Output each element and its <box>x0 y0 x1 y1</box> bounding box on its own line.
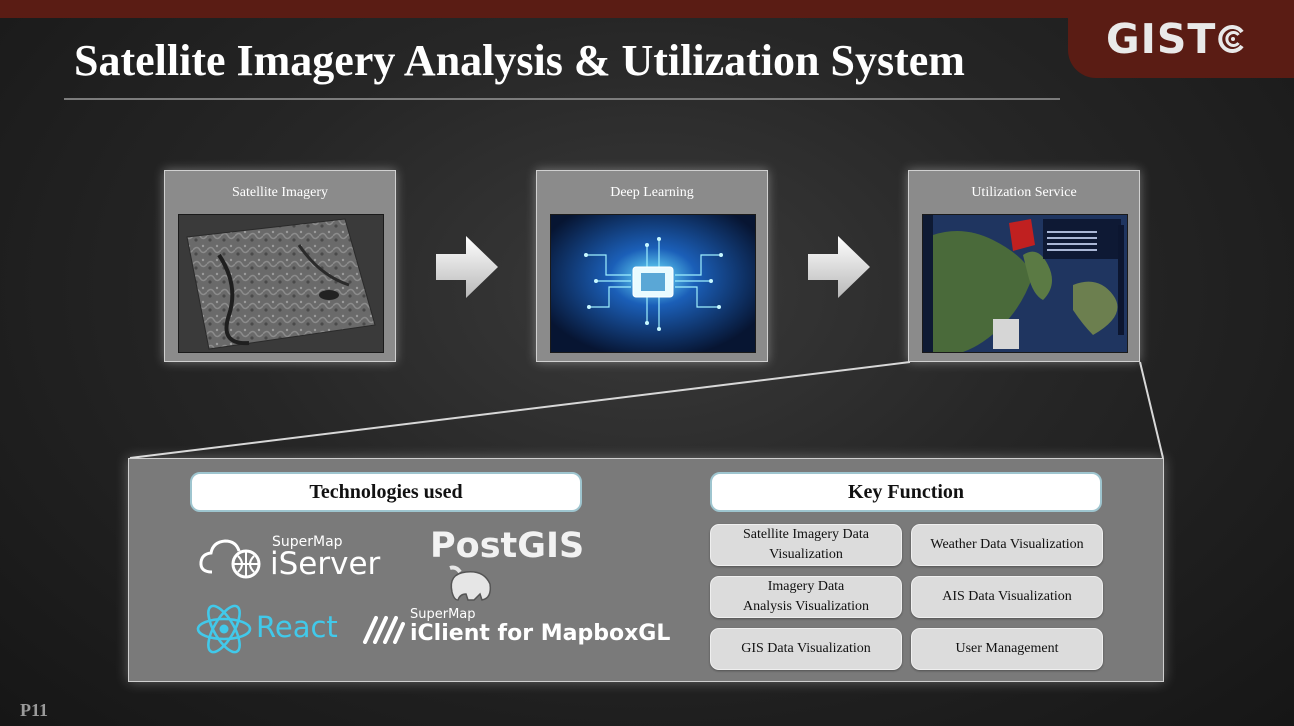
function-line: Weather Data Visualization <box>930 537 1084 552</box>
function-weather-visualization[interactable]: Weather Data Visualization <box>911 524 1103 566</box>
function-line: User Management <box>955 641 1059 656</box>
stage-deep-learning: Deep Learning <box>536 170 768 362</box>
map-service-thumbnail <box>922 214 1128 353</box>
react-atom-icon <box>196 604 252 654</box>
supermap-brand: SuperMap <box>272 534 343 550</box>
elephant-icon <box>449 565 492 601</box>
ai-chip-thumbnail <box>550 214 756 353</box>
function-line: Analysis Visualization <box>742 599 870 614</box>
supermap-brand: SuperMap <box>410 607 476 622</box>
header-bar <box>0 0 1294 18</box>
title-divider <box>64 98 1060 100</box>
function-line: Satellite Imagery Data <box>743 527 869 542</box>
stage-utilization-service: Utilization Service <box>908 170 1140 362</box>
logo-text: GIST <box>1106 15 1217 63</box>
gistc-logo: GIST <box>1106 16 1248 62</box>
postgis-logo-text: PostGIS <box>430 526 585 566</box>
function-user-management[interactable]: User Management <box>911 628 1103 670</box>
stage-label: Deep Learning <box>610 185 694 200</box>
react-label: React <box>256 610 338 644</box>
page-number: P11 <box>20 700 49 720</box>
arrow-right-icon <box>808 236 870 298</box>
function-ais-visualization[interactable]: AIS Data Visualization <box>911 576 1103 618</box>
technologies-heading: Technologies used <box>190 472 582 512</box>
stage-satellite-imagery: Satellite Imagery <box>164 170 396 362</box>
key-function-heading: Key Function <box>710 472 1102 512</box>
iserver-label: iServer <box>270 546 381 582</box>
function-line: Imagery Data <box>767 579 845 594</box>
function-line: Visualization <box>769 547 843 562</box>
function-line: AIS Data Visualization <box>942 589 1072 604</box>
function-gis-visualization[interactable]: GIS Data Visualization <box>710 628 902 670</box>
stage-label: Utilization Service <box>971 185 1077 200</box>
satellite-image-thumbnail <box>178 214 384 353</box>
cloud-globe-icon <box>199 539 261 579</box>
arrow-right-icon <box>436 236 498 298</box>
page-title: Satellite Imagery Analysis & Utilization… <box>74 36 965 85</box>
logo-tab <box>1068 0 1294 78</box>
function-line: GIS Data Visualization <box>741 641 871 656</box>
stage-label: Satellite Imagery <box>231 185 329 200</box>
supermap-stripes-icon <box>363 616 405 644</box>
iclient-label: iClient for MapboxGL <box>410 621 671 646</box>
concentric-c-ring-icon <box>1218 25 1245 53</box>
